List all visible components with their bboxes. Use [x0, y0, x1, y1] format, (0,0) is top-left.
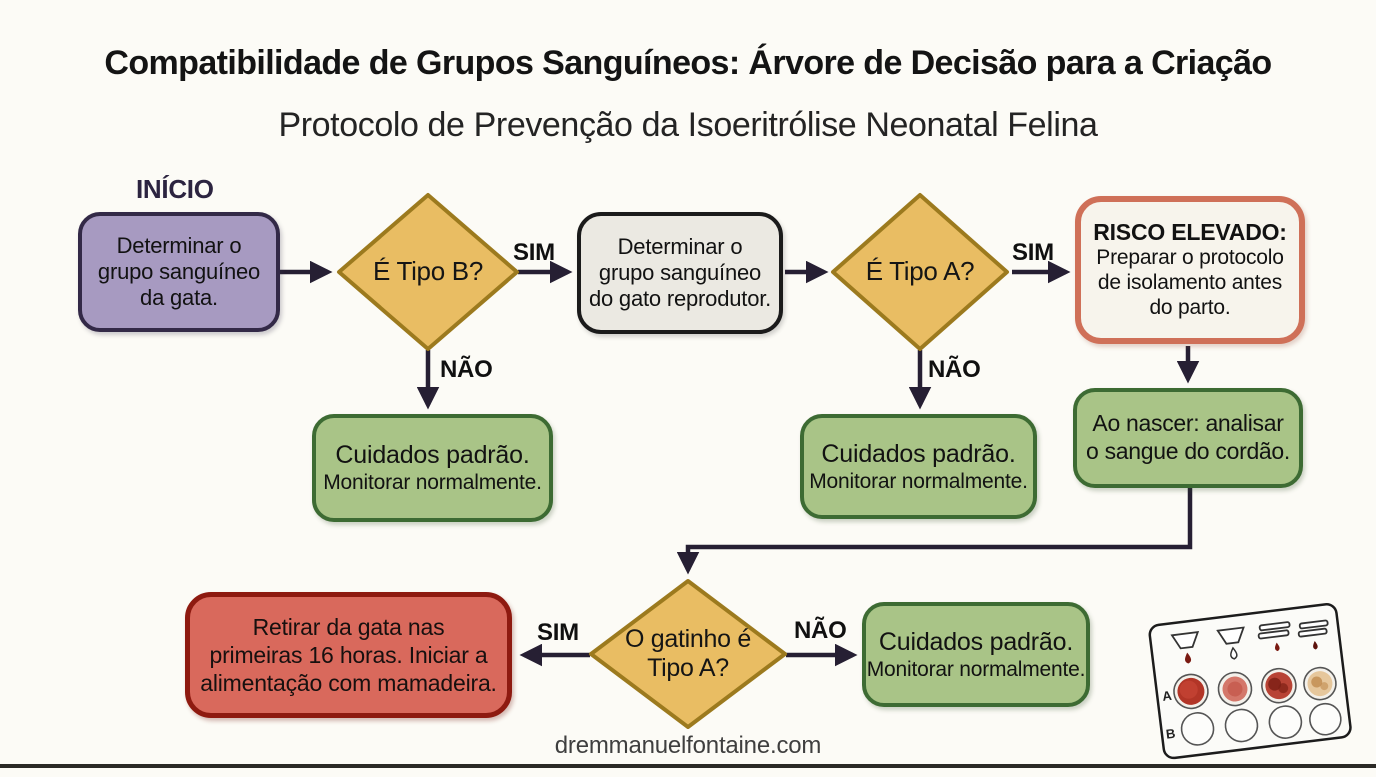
node-high-risk: RISCO ELEVADO: Preparar o protocolo de i…: [1075, 196, 1305, 344]
applicator-icons: [1170, 619, 1329, 650]
applicator-icon-1: [1170, 631, 1200, 650]
branch-label-no-2: NÃO: [928, 356, 981, 383]
blood-typing-card-illustration: A B: [1139, 588, 1363, 772]
branch-label-no-1: NÃO: [440, 356, 493, 383]
arrow-cord-to-kitten: [676, 488, 1193, 575]
card-row-a-label: A: [1161, 688, 1173, 704]
standard-care-2-line1: Cuidados padrão.: [821, 439, 1016, 468]
bottom-edge-bar: [0, 764, 1376, 768]
node-determine-tom-blood-group: Determinar o grupo sanguíneo do gato rep…: [577, 212, 783, 334]
slide-icon-4: [1297, 619, 1329, 638]
node-determine-queen-blood-group: Determinar o grupo sanguíneo da gata.: [78, 212, 280, 332]
node-standard-care-2: Cuidados padrão. Monitorar normalmente.: [800, 414, 1037, 519]
decision-kitten-type-a-label: O gatinho é Tipo A?: [625, 625, 751, 682]
diamond-shape: [589, 579, 787, 729]
decision-is-type-a-label: É Tipo A?: [865, 256, 975, 287]
slide-icon-3: [1257, 621, 1291, 640]
row-b-wells: [1180, 702, 1342, 746]
node-cord-blood-analysis: Ao nascer: analisar o sangue do cordão.: [1073, 388, 1303, 488]
start-label: INÍCIO: [136, 174, 214, 204]
blood-drop-icon-4: [1313, 640, 1318, 650]
branch-label-yes-2: SIM: [1012, 239, 1054, 266]
node-standard-care-3: Cuidados padrão. Monitorar normalmente.: [862, 602, 1090, 707]
node-standard-care-1: Cuidados padrão. Monitorar normalmente.: [312, 414, 553, 522]
branch-label-yes-1: SIM: [513, 239, 555, 266]
standard-care-3-line2: Monitorar normalmente.: [866, 657, 1086, 681]
decision-kitten-type-a: O gatinho é Tipo A?: [588, 578, 788, 730]
decision-is-type-a: É Tipo A?: [830, 192, 1010, 352]
high-risk-body: Preparar o protocolo de isolamento antes…: [1096, 246, 1284, 319]
branch-label-no-3: NÃO: [794, 617, 847, 644]
standard-care-2-line2: Monitorar normalmente.: [809, 469, 1028, 493]
diamond-shape: [831, 193, 1009, 351]
blood-drop-icon-2: [1230, 646, 1238, 660]
page-subtitle: Protocolo de Prevenção da Isoeritrólise …: [278, 106, 1098, 144]
blood-drop-icon-1: [1185, 652, 1192, 664]
decision-is-type-b-label: É Tipo B?: [372, 256, 484, 287]
blood-drop-icon-3: [1275, 642, 1280, 652]
row-a-wells: [1173, 666, 1337, 710]
blood-typing-card: A B: [1148, 603, 1352, 760]
decision-is-type-b: É Tipo B?: [336, 192, 520, 352]
standard-care-1-line1: Cuidados padrão.: [335, 441, 530, 470]
branch-label-yes-3: SIM: [537, 619, 579, 646]
standard-care-3-line1: Cuidados padrão.: [878, 627, 1074, 656]
high-risk-title: RISCO ELEVADO:: [1093, 219, 1287, 246]
node-remove-kitten-bottle-feed: Retirar da gata nas primeiras 16 horas. …: [185, 592, 512, 718]
card-row-b-label: B: [1165, 726, 1176, 742]
diamond-shape: [337, 193, 519, 351]
watermark-url: dremmanuelfontaine.com: [554, 732, 822, 759]
page-title: Compatibilidade de Grupos Sanguíneos: Ár…: [104, 44, 1272, 82]
standard-care-1-line2: Monitorar normalmente.: [323, 471, 542, 495]
applicator-icon-2: [1216, 626, 1245, 645]
